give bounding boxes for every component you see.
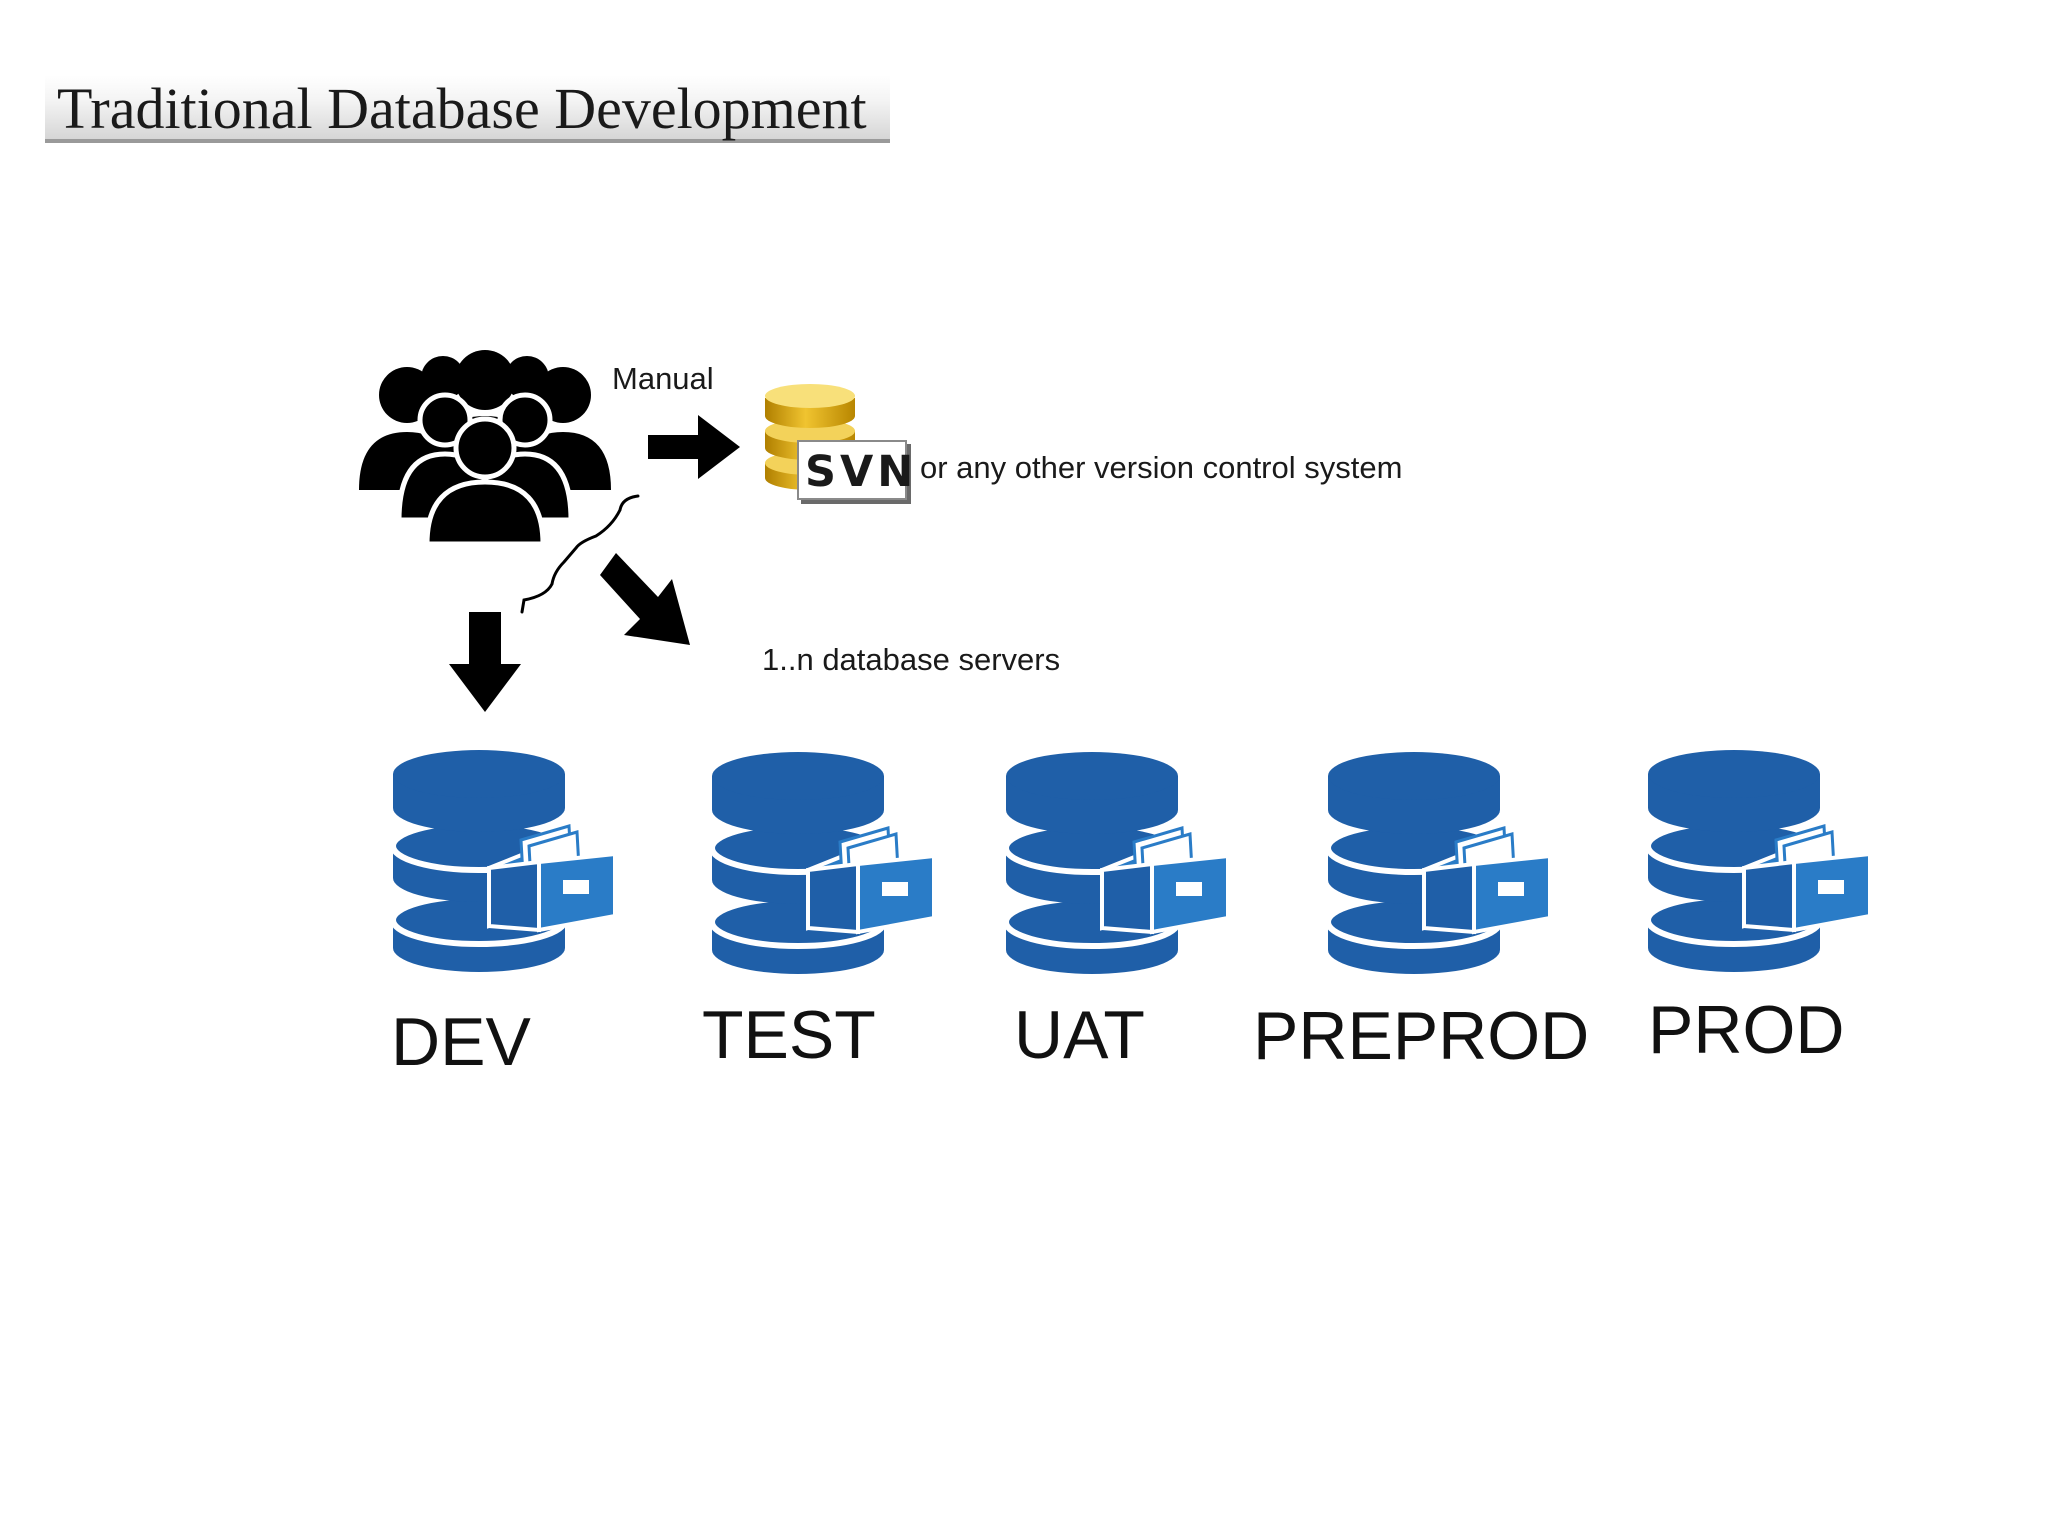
db-server-prod-icon xyxy=(1645,750,1872,972)
env-label-test: TEST xyxy=(702,997,876,1073)
db-server-test-icon xyxy=(709,752,936,974)
env-label-dev: DEV xyxy=(391,1004,531,1080)
title-banner: Traditional Database Development xyxy=(45,75,890,143)
people-group-icon xyxy=(359,350,611,547)
db-server-preprod-icon xyxy=(1325,752,1552,974)
svn-badge-text: SVN xyxy=(805,447,918,497)
db-server-dev-icon xyxy=(390,750,617,972)
env-label-prod: PROD xyxy=(1648,992,1845,1068)
servers-label: 1..n database servers xyxy=(762,642,1061,677)
arrow-right-icon xyxy=(648,415,740,479)
version-control-label: or any other version control system xyxy=(920,450,1403,485)
arrow-diagonal-icon xyxy=(600,553,690,645)
db-server-uat-icon xyxy=(1003,752,1230,974)
manual-label: Manual xyxy=(612,361,714,396)
page-title: Traditional Database Development xyxy=(57,76,867,141)
env-label-uat: UAT xyxy=(1014,997,1145,1073)
env-label-preprod: PREPROD xyxy=(1253,998,1590,1074)
svn-badge: SVN xyxy=(797,440,913,500)
curly-brace-icon xyxy=(520,494,640,614)
arrow-down-icon xyxy=(449,612,521,712)
